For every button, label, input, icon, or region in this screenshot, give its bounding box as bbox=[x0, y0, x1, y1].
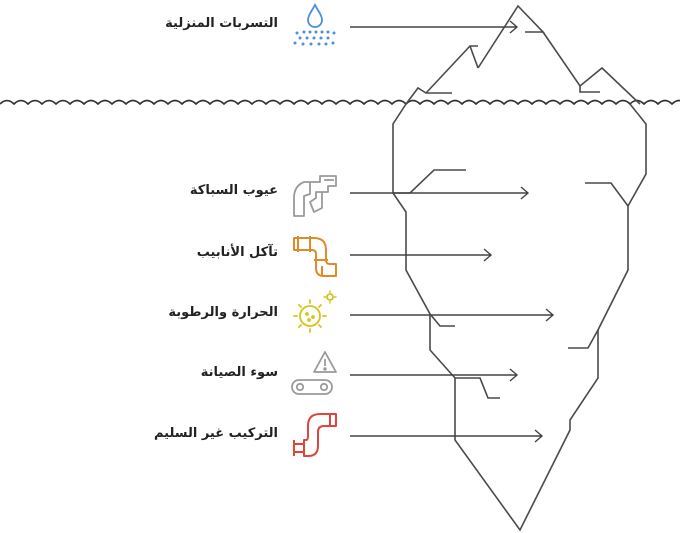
label-poor-maintenance: سوء الصيانة bbox=[200, 365, 278, 380]
sun-humidity-icon bbox=[293, 290, 337, 333]
corroded-pipe-icon bbox=[293, 236, 337, 277]
connector-arrows bbox=[350, 20, 555, 443]
label-home-leaks: التسربات المنزلية bbox=[165, 16, 278, 31]
iceberg-body bbox=[392, 103, 647, 532]
label-heat-humidity: الحرارة والرطوبة bbox=[168, 305, 278, 320]
arrow-4 bbox=[350, 368, 519, 382]
water-line bbox=[0, 99, 680, 106]
warning-chain-icon bbox=[291, 351, 337, 395]
label-plumbing-defects: عيوب السباكة bbox=[189, 183, 278, 198]
arrow-2 bbox=[350, 248, 493, 262]
faucet-pipe-icon bbox=[293, 175, 337, 217]
water-drop-spray-icon bbox=[293, 3, 336, 46]
arrow-3 bbox=[350, 308, 555, 322]
arrow-5 bbox=[350, 429, 544, 443]
bent-pipe-icon bbox=[293, 413, 337, 457]
iceberg-tip bbox=[405, 4, 641, 105]
arrow-top bbox=[350, 20, 519, 34]
label-pipe-corrosion: تآكل الأنابيب bbox=[196, 245, 278, 260]
label-improper-installation: التركيب غير السليم bbox=[153, 426, 278, 441]
arrow-1 bbox=[350, 186, 530, 200]
